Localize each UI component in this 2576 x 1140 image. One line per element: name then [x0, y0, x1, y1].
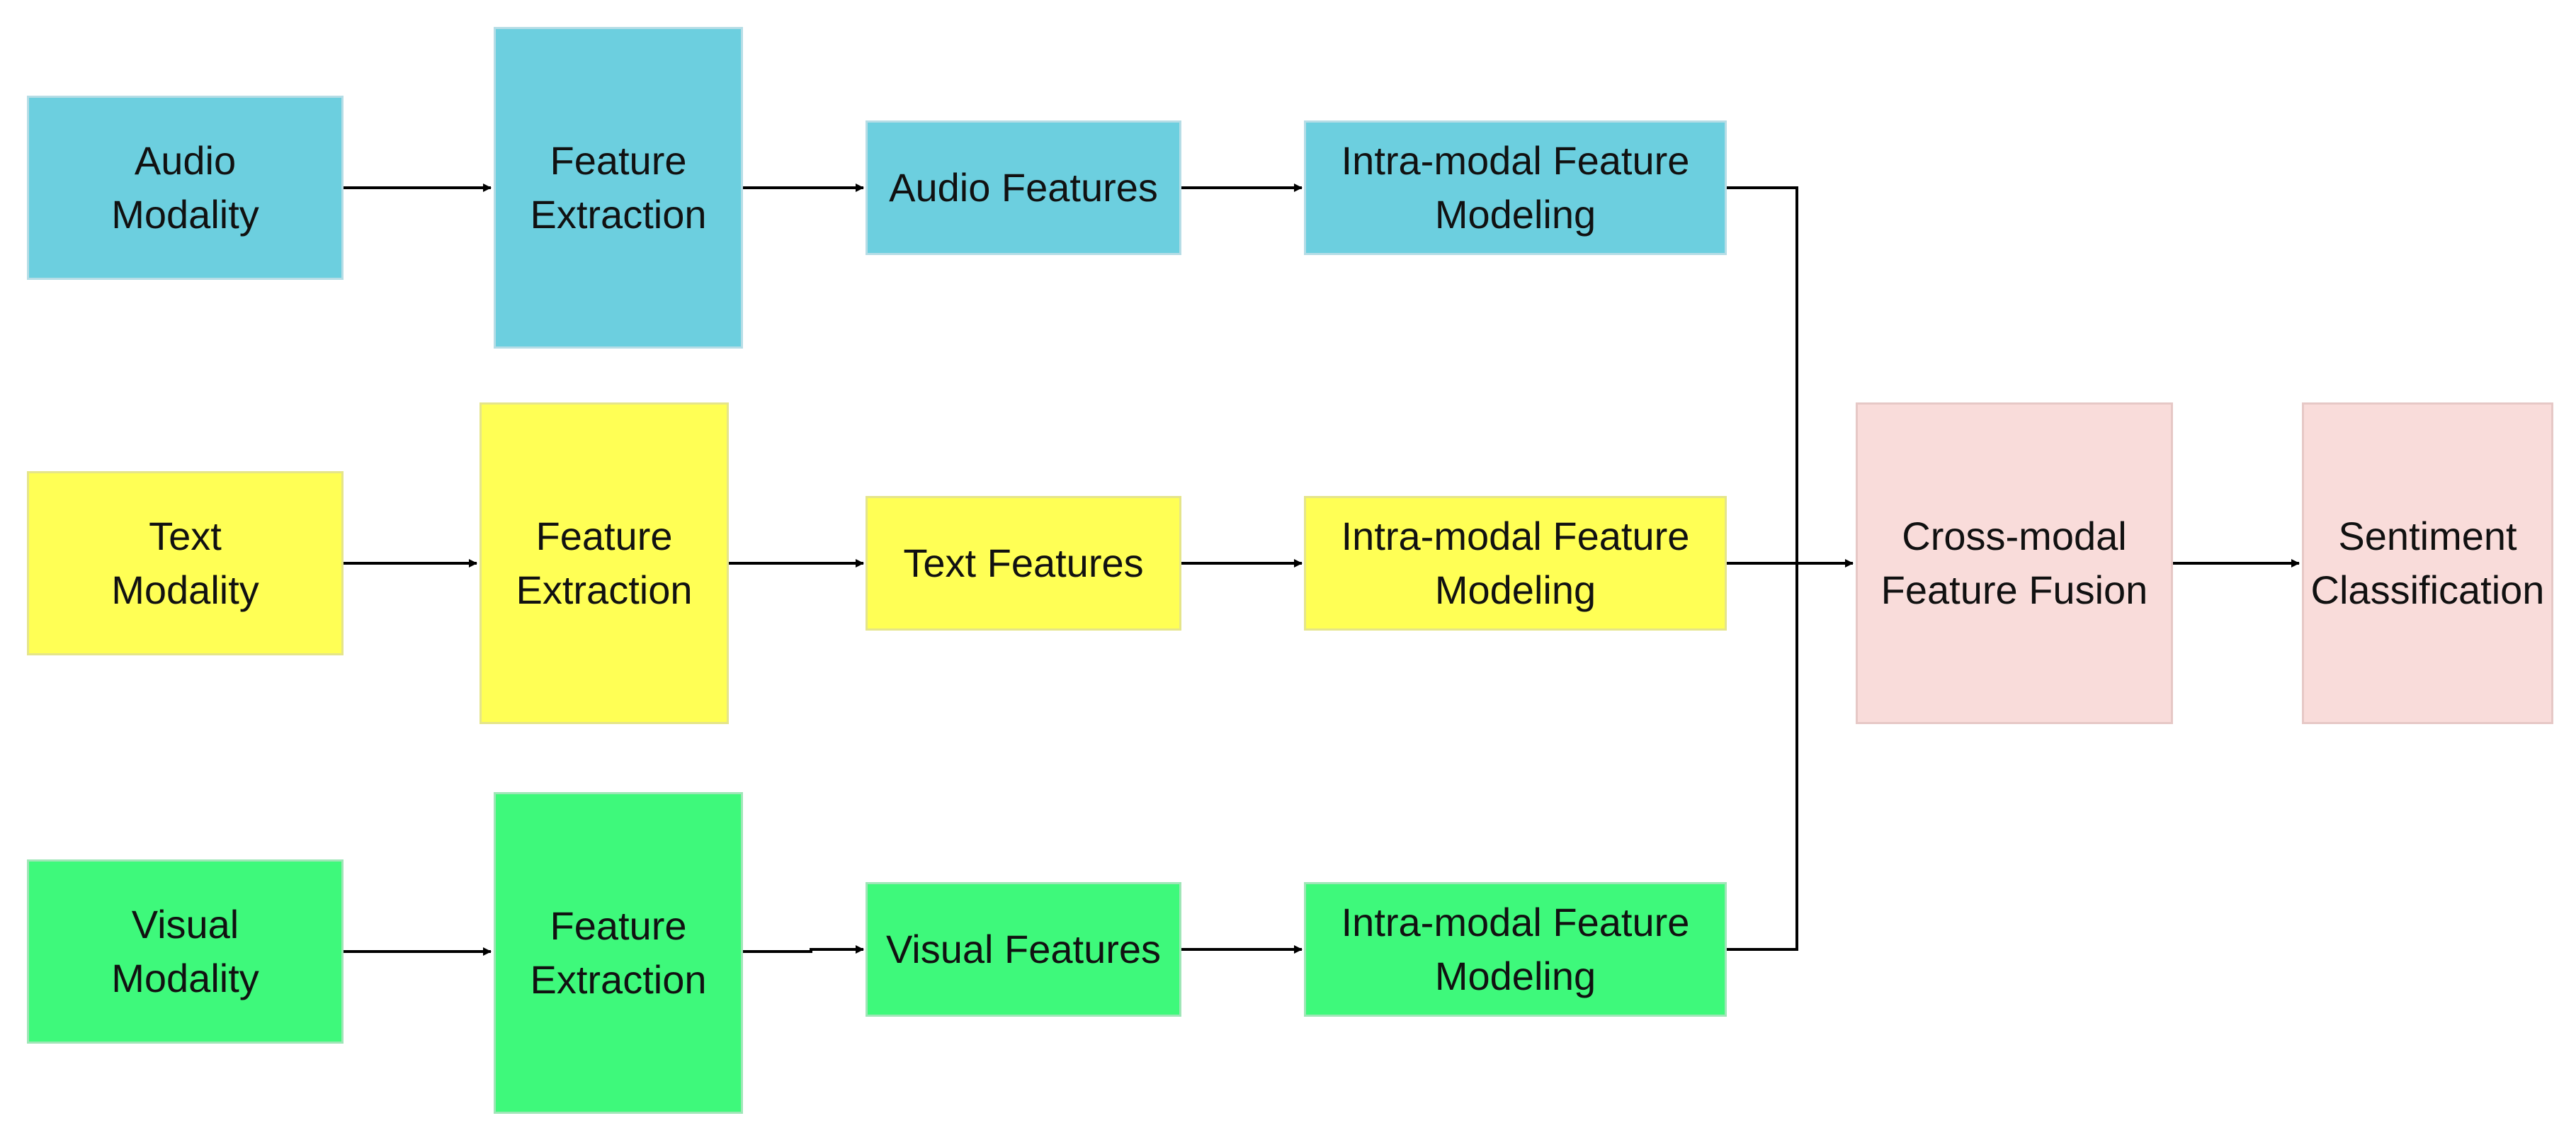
- audio-features-box: Audio Features: [866, 120, 1181, 255]
- audio-intra-modal-modeling-box: Intra-modal Feature Modeling: [1304, 120, 1727, 255]
- visual-features-box: Visual Features: [866, 882, 1181, 1017]
- audio-intra-modal-modeling-label: Intra-modal Feature Modeling: [1341, 138, 1690, 237]
- edge-visual-intra-to-fusion: [1727, 563, 1798, 951]
- visual-feature-extraction-label: Feature Extraction: [530, 903, 707, 1002]
- cross-modal-feature-fusion-label: Cross-modal Feature Fusion: [1880, 514, 2148, 612]
- edge-visual-extraction-to-features: [743, 945, 864, 954]
- sentiment-classification-box: Sentiment Classification: [2302, 402, 2553, 724]
- visual-modality-label: Visual Modality: [111, 902, 259, 1000]
- visual-intra-modal-modeling-label: Intra-modal Feature Modeling: [1341, 900, 1690, 998]
- text-intra-modal-modeling-label: Intra-modal Feature Modeling: [1341, 514, 1690, 612]
- text-feature-extraction-label: Feature Extraction: [516, 514, 693, 612]
- text-features-label: Text Features: [903, 541, 1144, 586]
- audio-feature-extraction-box: Feature Extraction: [494, 27, 743, 349]
- visual-modality-box: Visual Modality: [27, 859, 344, 1044]
- visual-intra-modal-modeling-box: Intra-modal Feature Modeling: [1304, 882, 1727, 1017]
- text-intra-modal-modeling-box: Intra-modal Feature Modeling: [1304, 496, 1727, 631]
- text-modality-box: Text Modality: [27, 471, 344, 655]
- edge-audio-intra-to-fusion: [1727, 186, 1798, 563]
- text-modality-label: Text Modality: [111, 514, 259, 612]
- audio-modality-box: Audio Modality: [27, 96, 344, 280]
- text-feature-extraction-box: Feature Extraction: [480, 402, 729, 724]
- audio-features-label: Audio Features: [889, 165, 1158, 210]
- cross-modal-feature-fusion-box: Cross-modal Feature Fusion: [1856, 402, 2173, 724]
- sentiment-classification-label: Sentiment Classification: [2310, 514, 2545, 612]
- visual-features-label: Visual Features: [885, 927, 1162, 972]
- audio-modality-label: Audio Modality: [111, 138, 259, 237]
- text-features-box: Text Features: [866, 496, 1181, 631]
- audio-feature-extraction-label: Feature Extraction: [530, 138, 707, 237]
- visual-feature-extraction-box: Feature Extraction: [494, 792, 743, 1114]
